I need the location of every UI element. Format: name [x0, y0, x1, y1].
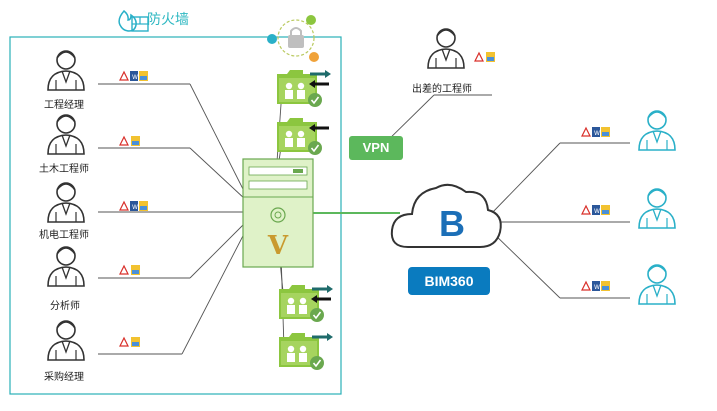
internal-user-civil-engineer — [47, 114, 85, 155]
shared-folder-icon — [278, 332, 333, 371]
document-icons — [581, 126, 611, 138]
firewall-icon — [118, 9, 149, 32]
internal-user-mep-engineer — [47, 182, 85, 223]
document-icons — [119, 336, 141, 348]
internal-user-purchasing-manager — [47, 320, 85, 361]
lock-icon — [267, 15, 319, 62]
external-connection-lines — [489, 142, 630, 299]
internal-connection-lines — [98, 83, 247, 355]
internal-user-project-manager — [47, 50, 85, 91]
document-icons — [119, 135, 141, 147]
label-project-manager: 工程经理 — [44, 100, 84, 111]
external-user-icon — [638, 110, 676, 151]
vpn-badge: VPN — [349, 136, 403, 160]
cloud-icon — [390, 183, 502, 248]
external-user-icon — [638, 264, 676, 305]
document-icons — [119, 70, 149, 82]
cloud-logo: B — [439, 203, 465, 244]
firewall-boundary — [9, 36, 342, 395]
document-icons — [119, 264, 141, 276]
document-icons — [581, 204, 611, 216]
document-icons — [119, 200, 149, 212]
bim360-badge: BIM360 — [408, 267, 490, 295]
document-icons — [581, 280, 611, 292]
remote-user-icon — [427, 28, 465, 69]
label-remote-engineer: 出差的工程师 — [412, 84, 472, 95]
server-logo: V — [267, 231, 289, 261]
document-icons — [474, 51, 496, 63]
firewall-title: 防火墙 — [147, 12, 189, 28]
internal-user-analyst — [47, 246, 85, 287]
label-mep-engineer: 机电工程师 — [39, 230, 89, 241]
label-civil-engineer: 土木工程师 — [39, 164, 89, 175]
external-user-icon — [638, 188, 676, 229]
shared-folder-icon — [276, 69, 331, 108]
label-purchasing-manager: 采购经理 — [44, 372, 84, 383]
shared-folder-icon — [276, 117, 329, 156]
server-tower — [242, 158, 314, 268]
shared-folder-icon — [278, 284, 333, 323]
label-analyst: 分析师 — [50, 301, 80, 312]
